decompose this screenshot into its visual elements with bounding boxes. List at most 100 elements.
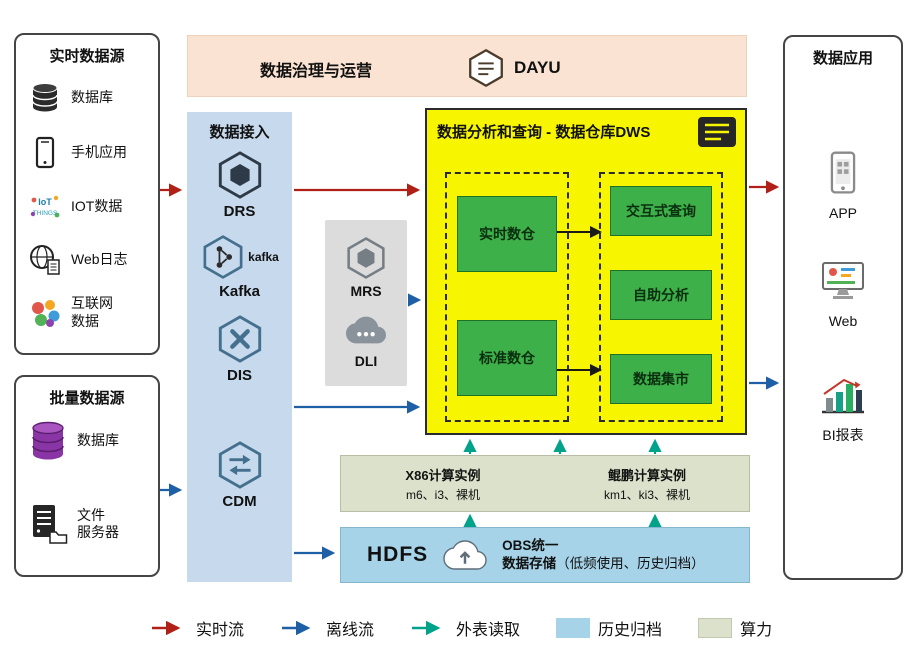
legend-label: 外表读取 bbox=[456, 622, 521, 639]
svg-text:THINGS: THINGS bbox=[33, 210, 58, 217]
obs-text: OBS统一 数据存储（低频使用、历史归档） bbox=[502, 537, 705, 572]
legend-label: 实时流 bbox=[196, 622, 245, 639]
batch-sources-panel: 批量数据源 数据库 文件 服务器 bbox=[14, 375, 160, 577]
dayu-icon bbox=[469, 48, 503, 88]
service-label: DIS bbox=[226, 367, 252, 384]
iot-icon: IoT THINGS bbox=[30, 195, 60, 218]
warehouse-group bbox=[445, 172, 569, 422]
service-label: DLI bbox=[354, 353, 378, 369]
source-label: 手机应用 bbox=[71, 144, 127, 161]
source-label: IOT数据 bbox=[71, 198, 123, 215]
legend-label: 算力 bbox=[740, 622, 773, 639]
warehouse-realtime: 实时数仓 bbox=[457, 196, 557, 272]
app-label: Web bbox=[828, 313, 858, 329]
teal-arrow-icon bbox=[412, 621, 441, 635]
drs-icon bbox=[218, 151, 261, 199]
compute-swatch bbox=[698, 618, 733, 638]
realtime-sources-title: 实时数据源 bbox=[49, 48, 125, 65]
warehouse-standard: 标准数仓 bbox=[457, 320, 557, 396]
obs-line2: 数据存储 bbox=[502, 556, 557, 571]
service-mrs: MRS bbox=[325, 236, 407, 299]
applications-title: 数据应用 bbox=[812, 50, 873, 67]
processing-panel: MRS DLI bbox=[325, 220, 407, 386]
governance-banner: 数据治理与运营 DAYU bbox=[187, 35, 747, 97]
source-label: 数据库 bbox=[71, 89, 113, 106]
file-server-icon bbox=[33, 505, 68, 544]
compute-kunpeng: 鲲鹏计算实例 km1、ki3、裸机 bbox=[545, 456, 749, 511]
source-label: 数据库 bbox=[77, 432, 119, 449]
cdm-icon bbox=[218, 441, 261, 489]
capability-group bbox=[599, 172, 723, 422]
storage-panel: HDFS OBS统一 数据存储（低频使用、历史归档） bbox=[340, 527, 750, 583]
batch-sources-title: 批量数据源 bbox=[49, 390, 125, 407]
obs-note: （低频使用、历史归档） bbox=[556, 556, 705, 571]
database-icon bbox=[32, 83, 58, 112]
archive-swatch bbox=[556, 618, 591, 638]
globe-log-icon bbox=[30, 245, 60, 275]
app-label: APP bbox=[828, 205, 857, 221]
svg-text:IoT: IoT bbox=[38, 197, 52, 207]
dws-doc-icon bbox=[698, 117, 736, 147]
legend-label: 历史归档 bbox=[598, 622, 663, 639]
service-dli: DLI bbox=[325, 310, 407, 369]
dis-icon bbox=[218, 315, 261, 363]
capability-self-analysis: 自助分析 bbox=[610, 270, 712, 320]
dws-title: 数据分析和查询 - 数据仓库DWS bbox=[437, 124, 651, 141]
obs-line1: OBS统一 bbox=[502, 538, 559, 554]
phone-icon bbox=[35, 136, 55, 169]
compute-kunpeng-title: 鲲鹏计算实例 bbox=[607, 467, 686, 483]
legend: 实时流 离线流 外表读取 历史归档 算力 bbox=[150, 613, 772, 643]
service-label: MRS bbox=[350, 283, 382, 299]
legend-label: 离线流 bbox=[326, 622, 375, 639]
app-item-app: APP bbox=[785, 147, 901, 221]
source-label: 互联网 数据 bbox=[71, 295, 113, 329]
realtime-sources-panel: 实时数据源 数据库 手机应用 IoT bbox=[14, 33, 160, 355]
app-item-bi-report: BI报表 bbox=[785, 367, 901, 445]
dayu-label: DAYU bbox=[514, 58, 561, 77]
legend-item-archive: 历史归档 bbox=[556, 616, 662, 640]
source-label: Web日志 bbox=[71, 251, 128, 268]
kafka-icon bbox=[203, 235, 243, 279]
service-drs: DRS bbox=[187, 150, 292, 220]
compute-x86-spec: m6、i3、裸机 bbox=[405, 487, 480, 502]
app-icon bbox=[830, 151, 856, 194]
kafka-wordmark: kafka bbox=[248, 250, 279, 264]
service-cdm: CDM bbox=[187, 440, 292, 510]
capability-data-mart: 数据集市 bbox=[610, 354, 712, 404]
source-item-database: 数据库 bbox=[28, 80, 152, 116]
compute-x86: X86计算实例 m6、i3、裸机 bbox=[341, 456, 545, 511]
compute-x86-title: X86计算实例 bbox=[405, 467, 481, 483]
capability-interactive-query: 交互式查询 bbox=[610, 186, 712, 236]
web-icon bbox=[822, 262, 864, 299]
blue-arrow-icon bbox=[282, 621, 311, 635]
legend-item-external-read: 外表读取 bbox=[410, 616, 520, 640]
dli-icon bbox=[346, 316, 386, 344]
app-label: BI报表 bbox=[822, 427, 864, 443]
legend-item-realtime-flow: 实时流 bbox=[150, 616, 244, 640]
red-arrow-icon bbox=[152, 621, 181, 635]
governance-title: 数据治理与运营 bbox=[260, 63, 373, 80]
legend-item-compute-power: 算力 bbox=[698, 616, 772, 640]
legend-item-offline-flow: 离线流 bbox=[280, 616, 374, 640]
batch-database-icon bbox=[32, 421, 64, 460]
source-item-mobile-app: 手机应用 bbox=[28, 135, 152, 171]
compute-panel: X86计算实例 m6、i3、裸机 鲲鹏计算实例 km1、ki3、裸机 bbox=[340, 455, 750, 512]
source-item-internet-data: 互联网 数据 bbox=[28, 295, 152, 330]
service-dis: DIS bbox=[187, 314, 292, 384]
compute-kunpeng-spec: km1、ki3、裸机 bbox=[603, 487, 690, 502]
source-item-file-server: 文件 服务器 bbox=[28, 502, 152, 546]
source-item-iot: IoT THINGS IOT数据 bbox=[28, 190, 152, 224]
obs-cloud-icon bbox=[443, 540, 487, 570]
source-item-web-log: Web日志 bbox=[28, 243, 152, 277]
source-item-batch-database: 数据库 bbox=[28, 419, 152, 463]
dayu-badge: DAYU bbox=[466, 48, 561, 88]
service-label: Kafka bbox=[219, 283, 260, 300]
ingestion-panel: 数据接入 DRS kafka Kafka bbox=[187, 112, 292, 582]
source-label: 文件 服务器 bbox=[77, 506, 119, 541]
ingestion-title: 数据接入 bbox=[209, 124, 270, 141]
mrs-icon bbox=[347, 237, 385, 279]
service-kafka: kafka Kafka bbox=[187, 234, 292, 300]
dws-panel: 数据分析和查询 - 数据仓库DWS 实时数仓 标准数仓 交互式查询 自助分析 数… bbox=[425, 108, 747, 435]
service-label: DRS bbox=[223, 203, 256, 220]
